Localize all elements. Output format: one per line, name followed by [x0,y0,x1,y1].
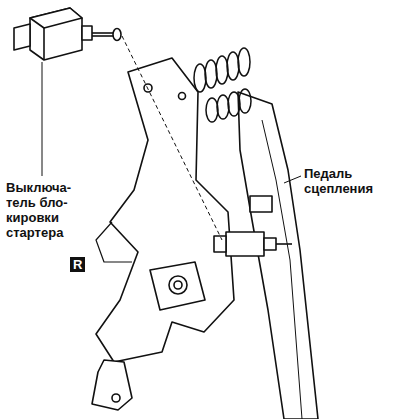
leader-line [42,62,43,176]
starter-interlock-switch [14,8,121,60]
bracket-foot [92,360,132,410]
pivot-bolt [174,281,182,289]
spring-coil [216,56,228,84]
pedal-stud [250,196,272,212]
spring-coil [206,98,218,122]
return-spring [194,48,251,122]
pivot-block [150,262,205,310]
reference-badge: R [70,257,85,272]
bolt [179,93,186,100]
spring-coil [205,60,217,88]
part-name: Педаль сцепления [304,166,394,196]
spring-coil [239,89,251,113]
spring-coil [228,92,240,116]
pivot-bushing [169,276,187,294]
spring-coil [227,52,239,80]
switch-nut [264,238,276,250]
spring-coil [238,48,250,76]
bracket-flange [96,222,132,262]
pedal-bracket [96,58,234,362]
assembly-line [122,36,222,240]
spring-coil [194,64,206,92]
mounted-switch [226,232,264,256]
pedal-edge [262,120,302,419]
switch-plunger [276,243,292,245]
switch-nut [214,236,226,252]
bolt [112,394,120,402]
leader-line [284,176,301,183]
spring-coil [217,95,229,119]
part-name: Выключа-тель бло-кировки стартера [6,180,86,240]
